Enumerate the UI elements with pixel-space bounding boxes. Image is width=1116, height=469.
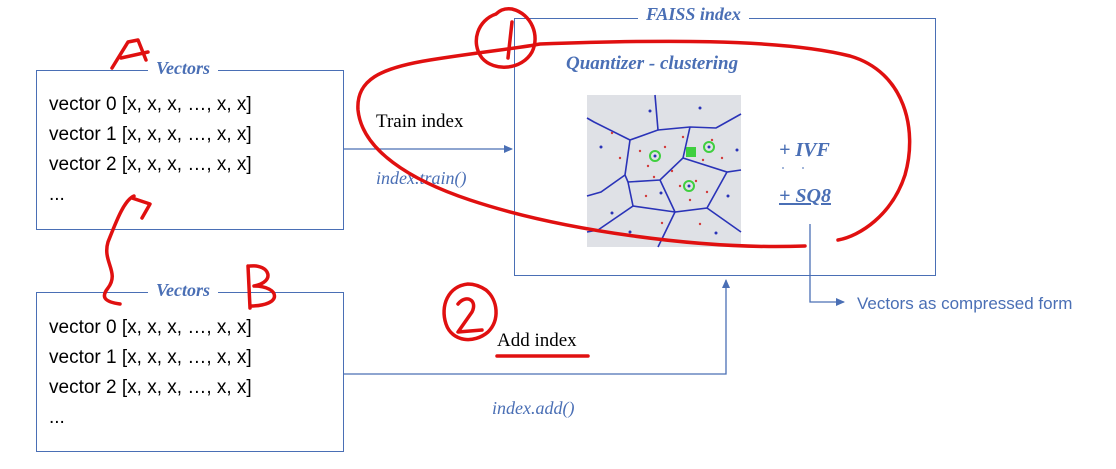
annotation-number-2 (442, 282, 498, 342)
compressed-arrow (809, 224, 845, 306)
quantizer-label: Quantizer - clustering (566, 53, 739, 74)
vectors-b-line-0: vector 0 [x, x, x, …, x, x] (49, 317, 252, 338)
add-index-label: Add index (497, 330, 577, 351)
vectors-box-b-title: Vectors (148, 280, 218, 301)
add-call-label: index.add() (492, 398, 575, 418)
annotation-letter-a (110, 38, 150, 70)
vectors-box-a-title: Vectors (148, 58, 218, 79)
vectors-a-line-0: vector 0 [x, x, x, …, x, x] (49, 94, 252, 115)
ivf-label: + IVF (779, 139, 830, 161)
add-arrow (344, 279, 730, 375)
faiss-index-title: FAISS index (638, 4, 749, 25)
vectors-a-line-2: vector 2 [x, x, x, …, x, x] (49, 154, 252, 175)
annotation-link-squiggle (102, 194, 152, 306)
compressed-form-label: Vectors as compressed form (857, 294, 1073, 313)
train-index-label: Train index (376, 111, 464, 132)
vectors-b-line-1: vector 1 [x, x, x, …, x, x] (49, 347, 252, 368)
vectors-b-line-3: ... (49, 407, 65, 428)
annotation-letter-b (246, 264, 276, 310)
sq8-label: + SQ8 (779, 185, 831, 207)
vectors-b-line-2: vector 2 [x, x, x, …, x, x] (49, 377, 252, 398)
vectors-a-line-3: ... (49, 184, 65, 205)
annotation-loop (356, 39, 912, 249)
annotation-number-1 (474, 7, 537, 69)
vectors-a-line-1: vector 1 [x, x, x, …, x, x] (49, 124, 252, 145)
